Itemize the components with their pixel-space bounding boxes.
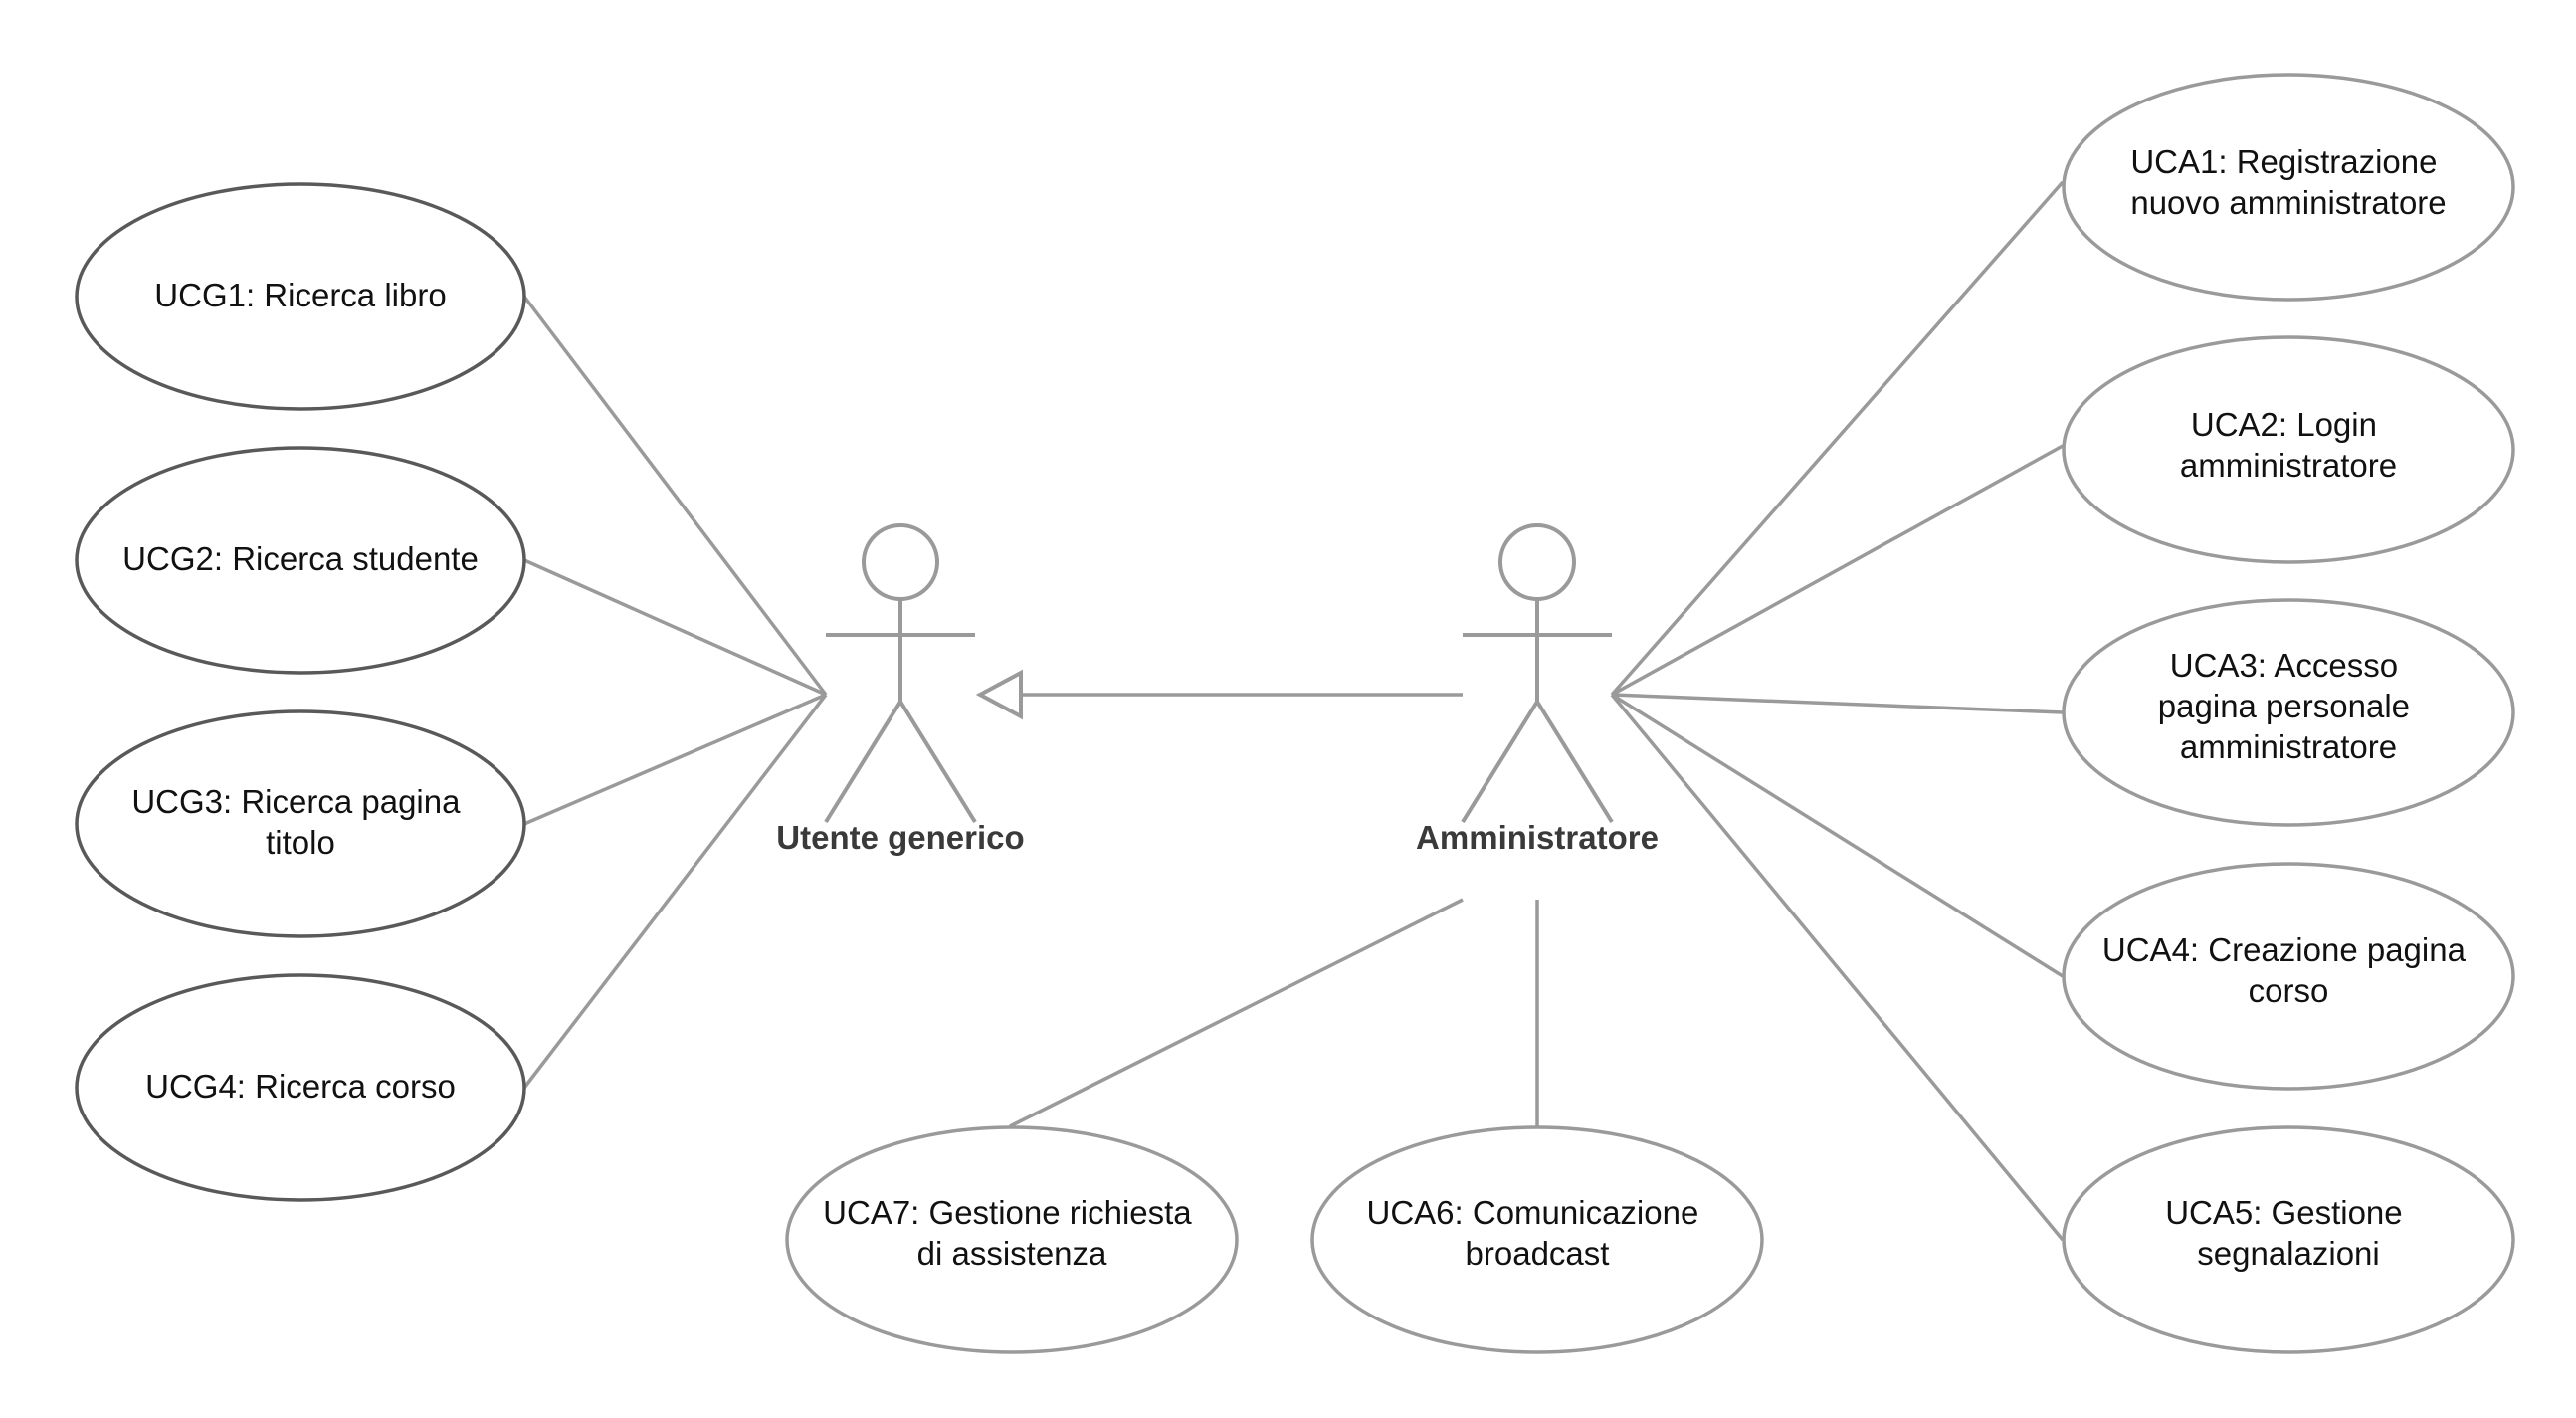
use-case-ucg2[interactable]: UCG2: Ricerca studente bbox=[75, 446, 526, 675]
use-case-ellipse bbox=[2062, 1125, 2515, 1354]
actor-right-leg bbox=[1535, 700, 1614, 824]
use-case-ellipse bbox=[2062, 598, 2515, 827]
use-case-ellipse bbox=[2062, 862, 2515, 1091]
use-case-label-line: UCA4: Creazione pagina bbox=[2102, 931, 2467, 968]
use-case-label: UCG2: Ricerca studente bbox=[122, 540, 479, 577]
use-case-label-line: UCA3: Accesso bbox=[2170, 647, 2398, 684]
use-case-label-line: UCA5: Gestione bbox=[2165, 1194, 2402, 1231]
actor-label: Utente generico bbox=[776, 819, 1024, 856]
generalization-arrow bbox=[975, 669, 1463, 720]
assoc-ucg2 bbox=[523, 558, 827, 697]
use-case-uca2[interactable]: UCA2: Login amministratore bbox=[2062, 335, 2515, 564]
admin-use-cases: UCA1: Registrazione nuovo amministratore… bbox=[785, 73, 2515, 1354]
use-case-ellipse bbox=[2062, 335, 2515, 564]
use-case-ucg1[interactable]: UCG1: Ricerca libro bbox=[75, 182, 526, 411]
use-case-label-line: titolo bbox=[266, 824, 335, 861]
use-case-label: UCA2: Login amministratore bbox=[2180, 406, 2397, 484]
use-case-uca5[interactable]: UCA5: Gestione segnalazioni bbox=[2062, 1125, 2515, 1354]
use-case-label-line: nuovo amministratore bbox=[2130, 184, 2446, 221]
admin-associations bbox=[1009, 180, 2065, 1242]
use-case-uca1[interactable]: UCA1: Registrazione nuovo amministratore bbox=[2062, 73, 2515, 302]
use-case-ellipse bbox=[2062, 73, 2515, 302]
assoc-ucg3 bbox=[523, 693, 827, 826]
use-case-label-line: segnalazioni bbox=[2197, 1235, 2379, 1272]
use-case-label-line: pagina personale bbox=[2158, 688, 2410, 724]
actor-head bbox=[862, 523, 939, 601]
use-case-label-line: UCG2: Ricerca studente bbox=[122, 540, 479, 577]
use-case-label: UCG3: Ricerca pagina titolo bbox=[131, 783, 469, 861]
use-case-label-line: UCA6: Comunicazione bbox=[1367, 1194, 1699, 1231]
assoc-uca2 bbox=[1611, 444, 2064, 697]
use-case-label-line: UCG3: Ricerca pagina bbox=[131, 783, 461, 820]
use-case-ellipse bbox=[785, 1125, 1239, 1354]
use-case-label-line: corso bbox=[2249, 972, 2329, 1009]
actor-left-leg bbox=[824, 700, 902, 824]
use-case-ellipse bbox=[75, 182, 526, 411]
use-case-label: UCA5: Gestione segnalazioni bbox=[2165, 1194, 2412, 1272]
assoc-uca3 bbox=[1611, 693, 2064, 714]
use-case-ellipse bbox=[75, 446, 526, 675]
use-case-ucg3[interactable]: UCG3: Ricerca pagina titolo bbox=[75, 709, 526, 938]
assoc-ucg4 bbox=[522, 693, 828, 1090]
assoc-uca5 bbox=[1610, 693, 2065, 1242]
use-case-ellipse bbox=[1310, 1125, 1764, 1354]
generic-use-cases: UCG1: Ricerca libro UCG2: Ricerca studen… bbox=[75, 182, 526, 1202]
actor-left-leg bbox=[1461, 700, 1539, 824]
use-case-label: UCA1: Registrazione nuovo amministratore bbox=[2130, 143, 2446, 221]
assoc-uca1 bbox=[1610, 180, 2065, 697]
assoc-uca7 bbox=[1009, 898, 1464, 1128]
use-case-label-line: di assistenza bbox=[917, 1235, 1107, 1272]
use-case-label-line: UCA2: Login bbox=[2191, 406, 2377, 443]
use-case-label-line: amministratore bbox=[2180, 447, 2397, 484]
actor-label: Amministratore bbox=[1416, 819, 1659, 856]
use-case-label-line: broadcast bbox=[1466, 1235, 1610, 1272]
generic-associations bbox=[522, 295, 828, 1090]
use-case-uca6[interactable]: UCA6: Comunicazione broadcast bbox=[1310, 1125, 1764, 1354]
use-case-label: UCA3: Accesso pagina personale amministr… bbox=[2158, 647, 2419, 765]
use-case-label: UCA6: Comunicazione broadcast bbox=[1367, 1194, 1708, 1272]
actor-amministratore[interactable]: Amministratore bbox=[1416, 523, 1659, 856]
use-case-label-line: UCA1: Registrazione bbox=[2130, 143, 2437, 180]
use-case-label: UCA7: Gestione richiesta di assistenza bbox=[823, 1194, 1201, 1272]
use-case-label: UCA4: Creazione pagina corso bbox=[2102, 931, 2475, 1009]
use-case-ellipse bbox=[75, 973, 526, 1202]
use-case-uca7[interactable]: UCA7: Gestione richiesta di assistenza bbox=[785, 1125, 1239, 1354]
actor-right-leg bbox=[898, 700, 977, 824]
use-case-ucg4[interactable]: UCG4: Ricerca corso bbox=[75, 973, 526, 1202]
use-case-label-line: UCG4: Ricerca corso bbox=[145, 1068, 456, 1105]
actor-head bbox=[1498, 523, 1576, 601]
use-case-label-line: UCA7: Gestione richiesta bbox=[823, 1194, 1192, 1231]
use-case-ellipse bbox=[75, 709, 526, 938]
assoc-uca4 bbox=[1611, 693, 2064, 978]
use-case-label-line: UCG1: Ricerca libro bbox=[154, 277, 446, 313]
use-case-uca3[interactable]: UCA3: Accesso pagina personale amministr… bbox=[2062, 598, 2515, 827]
use-case-label: UCG1: Ricerca libro bbox=[154, 277, 446, 313]
use-case-label-line: amministratore bbox=[2180, 728, 2397, 765]
use-case-label: UCG4: Ricerca corso bbox=[145, 1068, 456, 1105]
generalization-arrowhead bbox=[975, 669, 1023, 720]
actor-utente-generico[interactable]: Utente generico bbox=[776, 523, 1025, 856]
assoc-ucg1 bbox=[522, 295, 828, 697]
use-case-uca4[interactable]: UCA4: Creazione pagina corso bbox=[2062, 862, 2515, 1091]
